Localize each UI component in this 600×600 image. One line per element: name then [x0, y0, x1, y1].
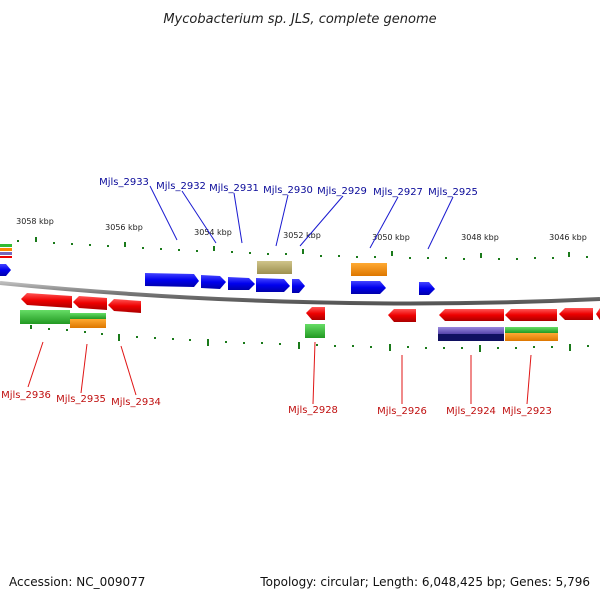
scale-label: 3048 kbp [461, 233, 499, 242]
scale-label: 3058 kbp [16, 217, 54, 226]
bottom-gene-labels [27, 341, 532, 405]
gene-arrow[interactable] [73, 296, 107, 310]
top-tick-row [17, 237, 588, 260]
gene-arrow[interactable] [439, 309, 504, 321]
gene-label[interactable]: Mjls_2926 [377, 406, 427, 417]
feature-block[interactable] [351, 263, 387, 276]
gene-arrow[interactable] [108, 299, 141, 313]
gene-arrow[interactable] [306, 307, 325, 320]
reverse-strand-genes [20, 293, 600, 341]
gene-label[interactable]: Mjls_2925 [428, 187, 478, 198]
gene-label[interactable]: Mjls_2931 [209, 183, 259, 194]
top-gene-label-texts: Mjls_2933 Mjls_2932 Mjls_2931 Mjls_2930 … [99, 177, 478, 198]
feature-block[interactable] [70, 319, 106, 328]
scale-label: 3054 kbp [194, 228, 232, 237]
feature-block[interactable] [438, 327, 504, 334]
feature-block[interactable] [305, 324, 325, 338]
top-gene-labels [149, 185, 454, 250]
gene-arrow[interactable] [351, 281, 386, 294]
gene-arrow[interactable] [419, 282, 435, 295]
gene-arrow[interactable] [201, 275, 226, 289]
scale-label: 3050 kbp [372, 233, 410, 242]
scale-label: 3052 kbp [283, 231, 321, 240]
gene-label[interactable]: Mjls_2935 [56, 394, 106, 405]
gene-arrow[interactable] [228, 277, 255, 290]
feature-block[interactable] [257, 261, 292, 274]
left-edge-features [0, 244, 12, 258]
gene-label[interactable]: Mjls_2927 [373, 187, 423, 198]
gene-arrow[interactable] [505, 309, 557, 321]
gene-arrow[interactable] [292, 279, 305, 293]
gene-label[interactable]: Mjls_2934 [111, 397, 161, 408]
scale-label: 3046 kbp [549, 233, 587, 242]
scale-labels: 3058 kbp 3056 kbp 3054 kbp 3052 kbp 3050… [16, 217, 587, 242]
genome-backbone [0, 281, 600, 306]
genome-summary-text: Topology: circular; Length: 6,048,425 bp… [259, 575, 590, 589]
gene-arrow[interactable] [0, 264, 11, 276]
feature-block[interactable] [70, 313, 106, 319]
gene-label[interactable]: Mjls_2928 [288, 405, 338, 416]
gene-label[interactable]: Mjls_2930 [263, 185, 313, 196]
gene-arrow[interactable] [145, 273, 199, 287]
gene-arrow[interactable] [388, 309, 416, 322]
accession-text: Accession: NC_009077 [9, 575, 145, 589]
gene-label[interactable]: Mjls_2924 [446, 406, 496, 417]
feature-block[interactable] [438, 334, 504, 341]
feature-block[interactable] [505, 333, 558, 341]
feature-block[interactable] [505, 327, 558, 333]
gene-label[interactable]: Mjls_2923 [502, 406, 552, 417]
bottom-tick-row [30, 325, 589, 352]
gene-label[interactable]: Mjls_2936 [1, 390, 51, 401]
gene-label[interactable]: Mjls_2932 [156, 181, 206, 192]
gene-arrow[interactable] [21, 293, 72, 308]
gene-label[interactable]: Mjls_2929 [317, 186, 367, 197]
gene-label[interactable]: Mjls_2933 [99, 177, 149, 188]
map-title: Mycobacterium sp. JLS, complete genome [163, 12, 436, 27]
bottom-gene-label-texts: Mjls_2936 Mjls_2935 Mjls_2934 Mjls_2928 … [1, 390, 552, 417]
gene-arrow[interactable] [256, 278, 290, 292]
gene-arrow[interactable] [596, 308, 600, 320]
feature-block[interactable] [20, 310, 70, 324]
gene-arrow[interactable] [559, 308, 593, 320]
forward-strand-genes [0, 261, 435, 295]
scale-label: 3056 kbp [105, 223, 143, 232]
